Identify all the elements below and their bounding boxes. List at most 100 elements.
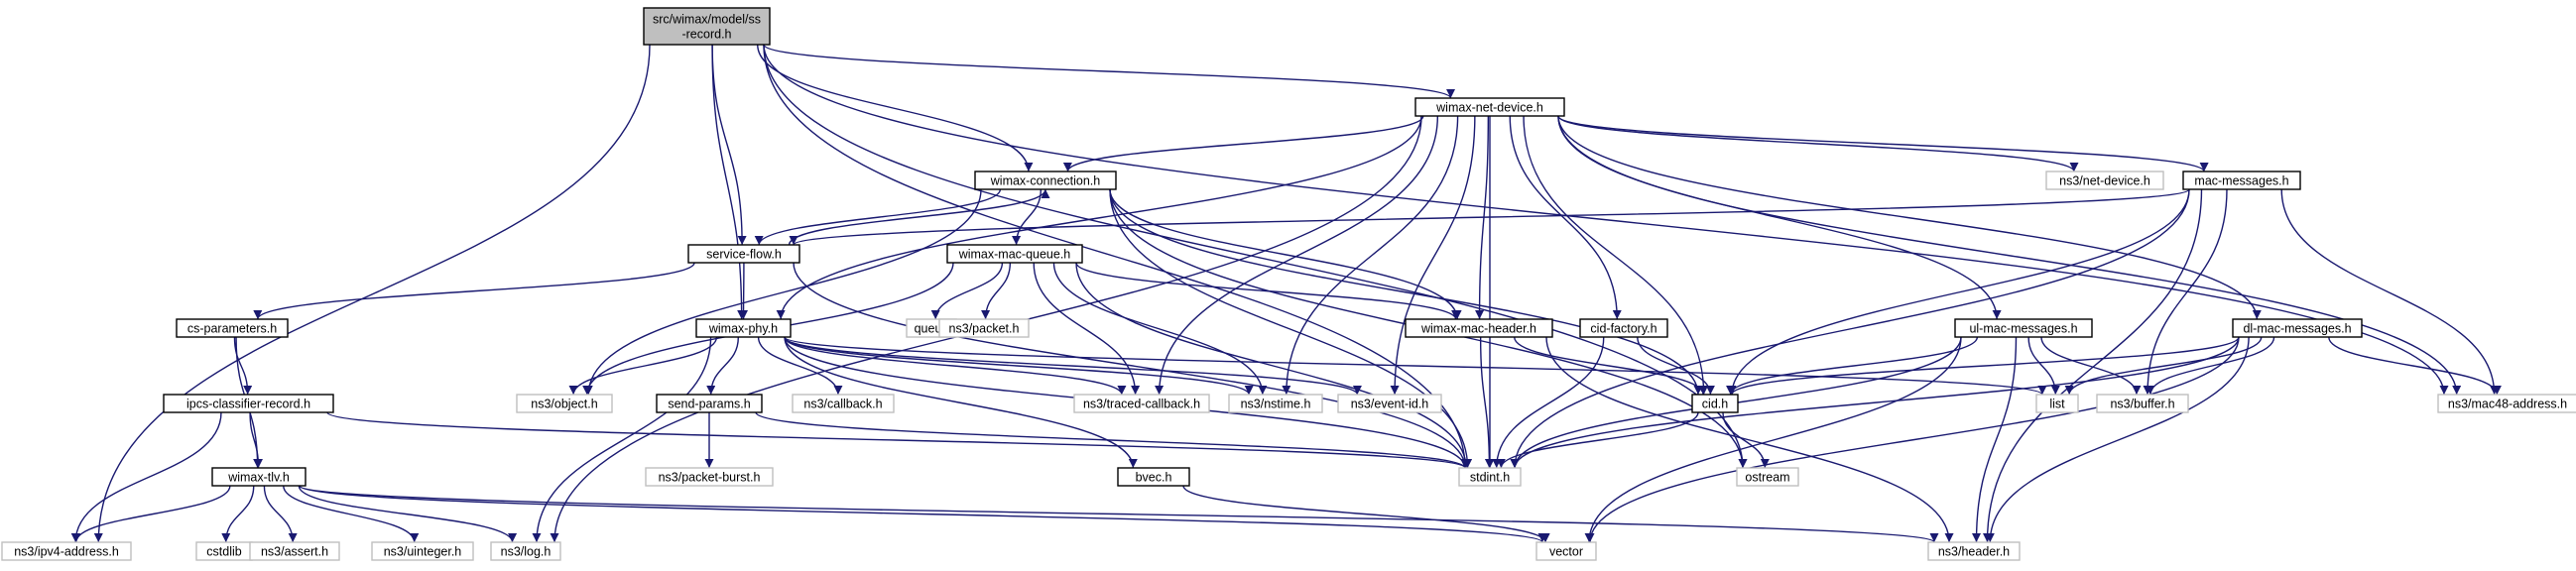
edge-line (711, 44, 747, 246)
node-ns3-event-id: ns3/event-id.h (1337, 394, 1442, 413)
edge-mac-messages-to-ns3-header (1983, 188, 2203, 543)
node-cid-factory[interactable]: cid-factory.h (1579, 318, 1668, 338)
edge-wimax-phy-to-bvec (784, 336, 1138, 469)
edge-line (283, 485, 420, 543)
node-label: dl-mac-messages.h (2243, 322, 2351, 336)
edge-line (1584, 336, 1962, 543)
edge-line (776, 115, 1422, 320)
node-box (792, 394, 895, 413)
node-label: ns3/assert.h (261, 545, 328, 559)
edge-line (1109, 188, 1703, 396)
node-ns3-ipv4-address: ns3/ipv4-address.h (1, 541, 132, 561)
edge-line (298, 485, 517, 543)
edge-line (1182, 485, 1550, 543)
edge-wimax-tlv-to-ns3-ipv4-address (71, 485, 231, 543)
node-label: send-params.h (668, 398, 750, 411)
node-ns3-packet: ns3/packet.h (938, 318, 1030, 338)
node-send-params[interactable]: send-params.h (656, 394, 763, 413)
node-service-flow[interactable]: service-flow.h (687, 244, 800, 264)
node-root[interactable]: src/wimax/model/ss-record.h (643, 7, 771, 46)
edge-wimax-net-device-to-ns3-net-device (1557, 115, 2079, 172)
node-list: list (2035, 394, 2079, 413)
edge-cid-to-ostream (1722, 411, 1770, 469)
node-ipcs-classifier-record[interactable]: ipcs-classifier-record.h (163, 394, 334, 413)
node-cs-parameters[interactable]: cs-parameters.h (176, 318, 289, 338)
node-wimax-mac-header[interactable]: wimax-mac-header.h (1405, 318, 1553, 338)
node-wimax-mac-queue[interactable]: wimax-mac-queue.h (946, 244, 1083, 264)
edge-line (1727, 336, 2240, 396)
node-ns3-packet-burst: ns3/packet-burst.h (645, 467, 774, 487)
node-bvec[interactable]: bvec.h (1117, 467, 1190, 487)
node-box (946, 244, 1083, 264)
node-label: ns3/packet-burst.h (659, 471, 761, 485)
edge-line (754, 188, 1002, 246)
edge-wimax-phy-to-send-params (706, 336, 740, 396)
edge-wimax-mac-queue-to-queue (930, 262, 1004, 320)
edge-line (1985, 336, 2250, 543)
node-label: wimax-mac-header.h (1420, 322, 1536, 336)
edge-line (299, 485, 1547, 543)
node-ns3-net-device: ns3/net-device.h (2045, 171, 2164, 190)
edge-ipcs-classifier-record-to-stdint (326, 411, 1470, 469)
node-label: wimax-tlv.h (227, 471, 290, 485)
node-ns3-header: ns3/header.h (1927, 541, 2021, 561)
edge-dl-mac-messages-to-list (2064, 336, 2263, 396)
node-box (1117, 467, 1190, 487)
node-cid[interactable]: cid.h (1691, 394, 1739, 413)
edge-line (1557, 115, 2079, 172)
edge-line (2146, 336, 2275, 396)
edge-wimax-phy-to-ns3-traced-callback (784, 336, 1127, 396)
edge-line (1722, 411, 1770, 469)
node-ns3-object: ns3/object.h (516, 394, 613, 413)
edge-wimax-mac-header-to-ns3-header (1545, 336, 1954, 543)
edge-line (299, 485, 1938, 543)
node-box (371, 541, 474, 561)
edge-line (1727, 188, 2190, 396)
node-label: ns3/uinteger.h (384, 545, 462, 559)
edge-line (1557, 115, 2209, 172)
node-label: service-flow.h (706, 248, 782, 262)
edge-line (1557, 115, 2262, 320)
edge-line (2064, 336, 2263, 396)
edge-wimax-phy-to-ns3-event-id (784, 336, 1362, 396)
node-wimax-tlv[interactable]: wimax-tlv.h (211, 467, 307, 487)
node-label: ns3/callback.h (803, 398, 882, 411)
edge-ul-mac-messages-to-vector (1584, 336, 1962, 543)
edge-ul-mac-messages-to-cid (1726, 336, 1979, 396)
node-dl-mac-messages[interactable]: dl-mac-messages.h (2232, 318, 2363, 338)
edge-line (532, 336, 712, 543)
node-label: list (2049, 398, 2065, 411)
node-wimax-phy[interactable]: wimax-phy.h (695, 318, 792, 338)
node-wimax-connection[interactable]: wimax-connection.h (974, 171, 1117, 190)
edge-line (70, 411, 222, 543)
edge-wimax-mac-queue-to-ns3-traced-callback (1033, 262, 1141, 396)
node-box (1073, 394, 1210, 413)
edge-line (1075, 262, 1471, 469)
node-box (1579, 318, 1668, 338)
edge-wimax-connection-to-ns3-object (583, 188, 982, 396)
edge-line (1155, 115, 1439, 396)
node-label: ns3/event-id.h (1351, 398, 1429, 411)
edge-wimax-mac-queue-to-ns3-nstime (1052, 262, 1268, 396)
edge-wimax-mac-queue-to-wimax-mac-header (1075, 262, 1460, 320)
node-label: src/wimax/model/ss (653, 13, 761, 27)
edge-wimax-mac-header-to-stdint (1479, 336, 1494, 469)
edge-line (757, 336, 843, 396)
node-box (490, 541, 561, 561)
edge-line (2143, 188, 2228, 396)
node-box (1405, 318, 1553, 338)
edge-line (1637, 336, 1715, 396)
node-box (974, 171, 1117, 190)
edge-line (789, 188, 2190, 246)
edge-line (1509, 115, 1622, 320)
node-stdint: stdint.h (1458, 467, 1522, 487)
node-mac-messages[interactable]: mac-messages.h (2182, 171, 2301, 190)
edge-dl-mac-messages-to-ns3-buffer (2146, 336, 2275, 396)
edge-line (1390, 115, 1476, 396)
node-box (687, 244, 800, 264)
node-wimax-net-device[interactable]: wimax-net-device.h (1414, 97, 1565, 117)
edge-line (784, 336, 1254, 396)
node-box (695, 318, 792, 338)
node-ul-mac-messages[interactable]: ul-mac-messages.h (1954, 318, 2093, 338)
node-label: stdint.h (1470, 471, 1510, 485)
